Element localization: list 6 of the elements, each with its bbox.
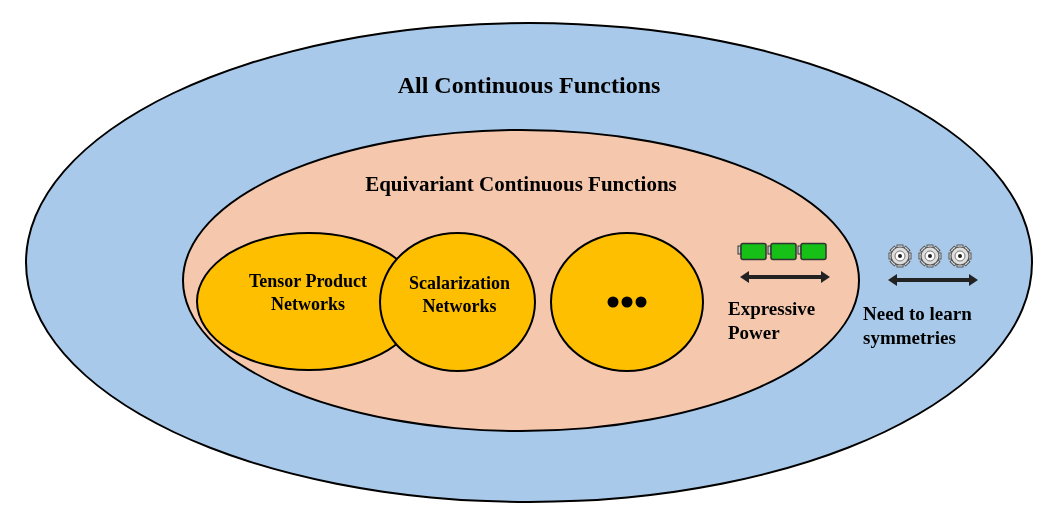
network-label: Tensor Product Networks	[247, 270, 369, 316]
network-label: Scalarization Networks	[408, 272, 511, 318]
annotation-text: Need to learn symmetries	[863, 302, 973, 350]
set-title: Equivariant Continuous Functions	[364, 171, 678, 198]
set-title: All Continuous Functions	[396, 71, 662, 100]
annotation-text: Expressive Power	[728, 297, 817, 345]
